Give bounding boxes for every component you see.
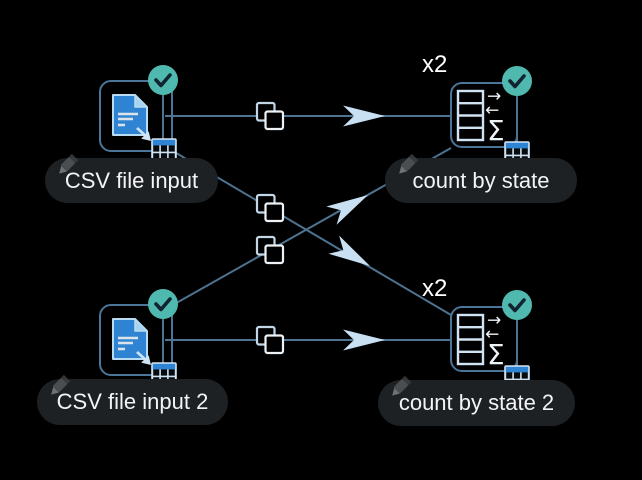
aggregate-sum-icon: → ← Σ [456,88,505,144]
aggregate-sum-icon: → ← Σ [456,312,505,368]
output-port-table-icon[interactable] [151,362,177,385]
sigma-glyph: Σ [487,114,505,144]
multiplier-badge: x2 [422,275,448,302]
multiplier-badge: x2 [422,51,448,78]
node-output-connector [515,95,518,142]
node-label-text: CSV file input 2 [56,389,209,414]
node-output-connector [161,318,164,364]
node-output-connector [161,94,164,140]
status-executed-icon [502,66,532,96]
copy-data-icon [255,193,285,223]
arrow-left-glyph: ← [485,325,499,345]
status-executed-icon [148,289,178,319]
node-label-count2[interactable]: count by state 2 [378,375,575,426]
arrow-left-glyph: ← [485,101,499,121]
node-csv-file-input[interactable] [99,80,173,152]
node-label-csv1[interactable]: CSV file input [45,153,218,203]
sigma-glyph: Σ [487,338,505,368]
copy-data-icon [255,101,285,131]
csv-file-icon [112,94,151,141]
copy-data-icon [255,235,285,265]
node-csv-file-input-2[interactable] [99,304,173,376]
csv-file-icon [112,318,151,365]
flow-arrowhead-icon [343,105,385,127]
flow-arrowhead-icon [343,329,385,351]
arrow-right-glyph: → [487,312,501,331]
node-label-count1[interactable]: count by state [385,153,577,203]
node-label-text: CSV file input [64,167,199,193]
node-output-connector [515,319,518,366]
copy-data-icon [255,325,285,355]
node-label-text: count by state 2 [398,390,555,415]
node-label-csv2[interactable]: CSV file input 2 [37,374,228,425]
status-executed-icon [502,290,532,320]
flow-arrowhead-icon [326,195,368,225]
node-label-text: count by state [412,167,550,193]
status-executed-icon [148,65,178,95]
arrow-right-glyph: → [487,88,501,107]
flow-arrowhead-icon [328,235,370,266]
